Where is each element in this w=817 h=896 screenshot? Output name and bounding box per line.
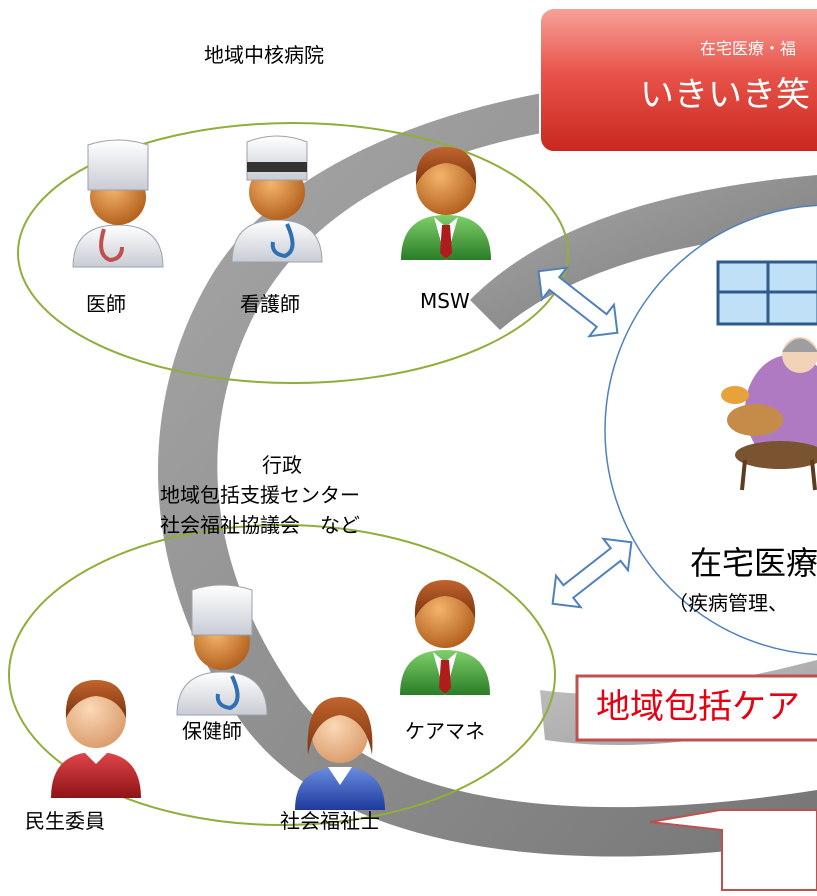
community-care-label: 地域包括ケア [596,687,800,727]
social-welfare-worker-icon [295,697,385,810]
callout-text: 日常 [766,823,806,847]
home-care-subtitle: （疾病管理、 [668,591,788,615]
member-msw-label: MSW [420,289,470,313]
member-phn-label: 保健師 [182,719,242,743]
admin-line-2: 地域包括支援センター [160,483,360,507]
admin-line-3: 社会福祉協議会 など [160,513,360,537]
callout-bubble [649,809,817,891]
nurse-icon [231,135,323,263]
doctor-icon [72,139,164,268]
welfare-commissioner-icon [51,680,141,798]
double-arrow-icon [551,537,633,609]
banner-subtitle: 在宅医療・福 [700,39,797,58]
hospital-title: 地域中核病院 [204,43,324,67]
admin-group-ellipse [8,524,556,826]
hospital-group-ellipse [17,122,569,384]
admin-line-1: 行政 [262,453,302,477]
member-care-manager-label: ケアマネ [405,719,485,743]
banner [539,7,817,153]
member-commissioner-label: 民生委員 [25,809,105,833]
public-health-nurse-icon [176,584,268,716]
member-nurse-label: 看護師 [240,292,300,316]
member-doctor-label: 医師 [86,292,126,316]
social-worker-icon [401,147,491,260]
community-care-box [575,674,817,742]
home-care-title: 在宅医療 [690,544,817,582]
double-arrow-icon [537,266,619,338]
care-manager-icon [400,580,490,695]
member-welfare-worker-label: 社会福祉士 [280,809,380,833]
banner-title: いきいき笑 [640,75,810,115]
elderly-home-illustration [716,260,817,491]
